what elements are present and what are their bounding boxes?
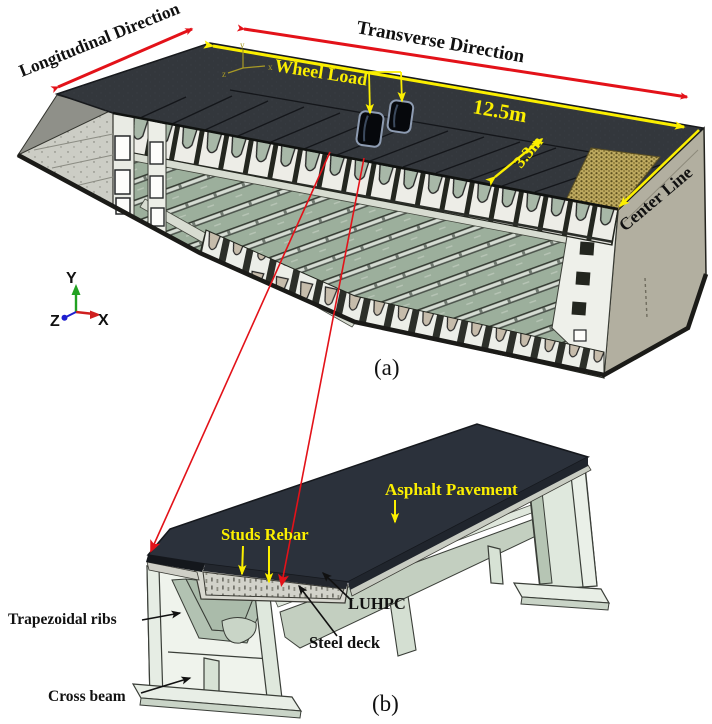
svg-text:Z: Z bbox=[50, 313, 60, 330]
svg-text:Trapezoidal ribs: Trapezoidal ribs bbox=[8, 611, 117, 628]
svg-text:Steel deck: Steel deck bbox=[309, 633, 381, 652]
svg-text:(b): (b) bbox=[372, 691, 399, 716]
svg-text:Cross beam: Cross beam bbox=[48, 688, 126, 705]
svg-text:Asphalt Pavement: Asphalt Pavement bbox=[385, 480, 518, 499]
svg-text:Studs Rebar: Studs Rebar bbox=[221, 525, 309, 544]
svg-text:(a): (a) bbox=[374, 355, 400, 380]
svg-text:x: x bbox=[268, 62, 273, 72]
svg-text:LUHPC: LUHPC bbox=[348, 594, 406, 613]
svg-text:y: y bbox=[240, 40, 245, 50]
svg-text:z: z bbox=[222, 69, 226, 79]
svg-text:Y: Y bbox=[66, 270, 77, 287]
svg-text:X: X bbox=[98, 312, 109, 329]
